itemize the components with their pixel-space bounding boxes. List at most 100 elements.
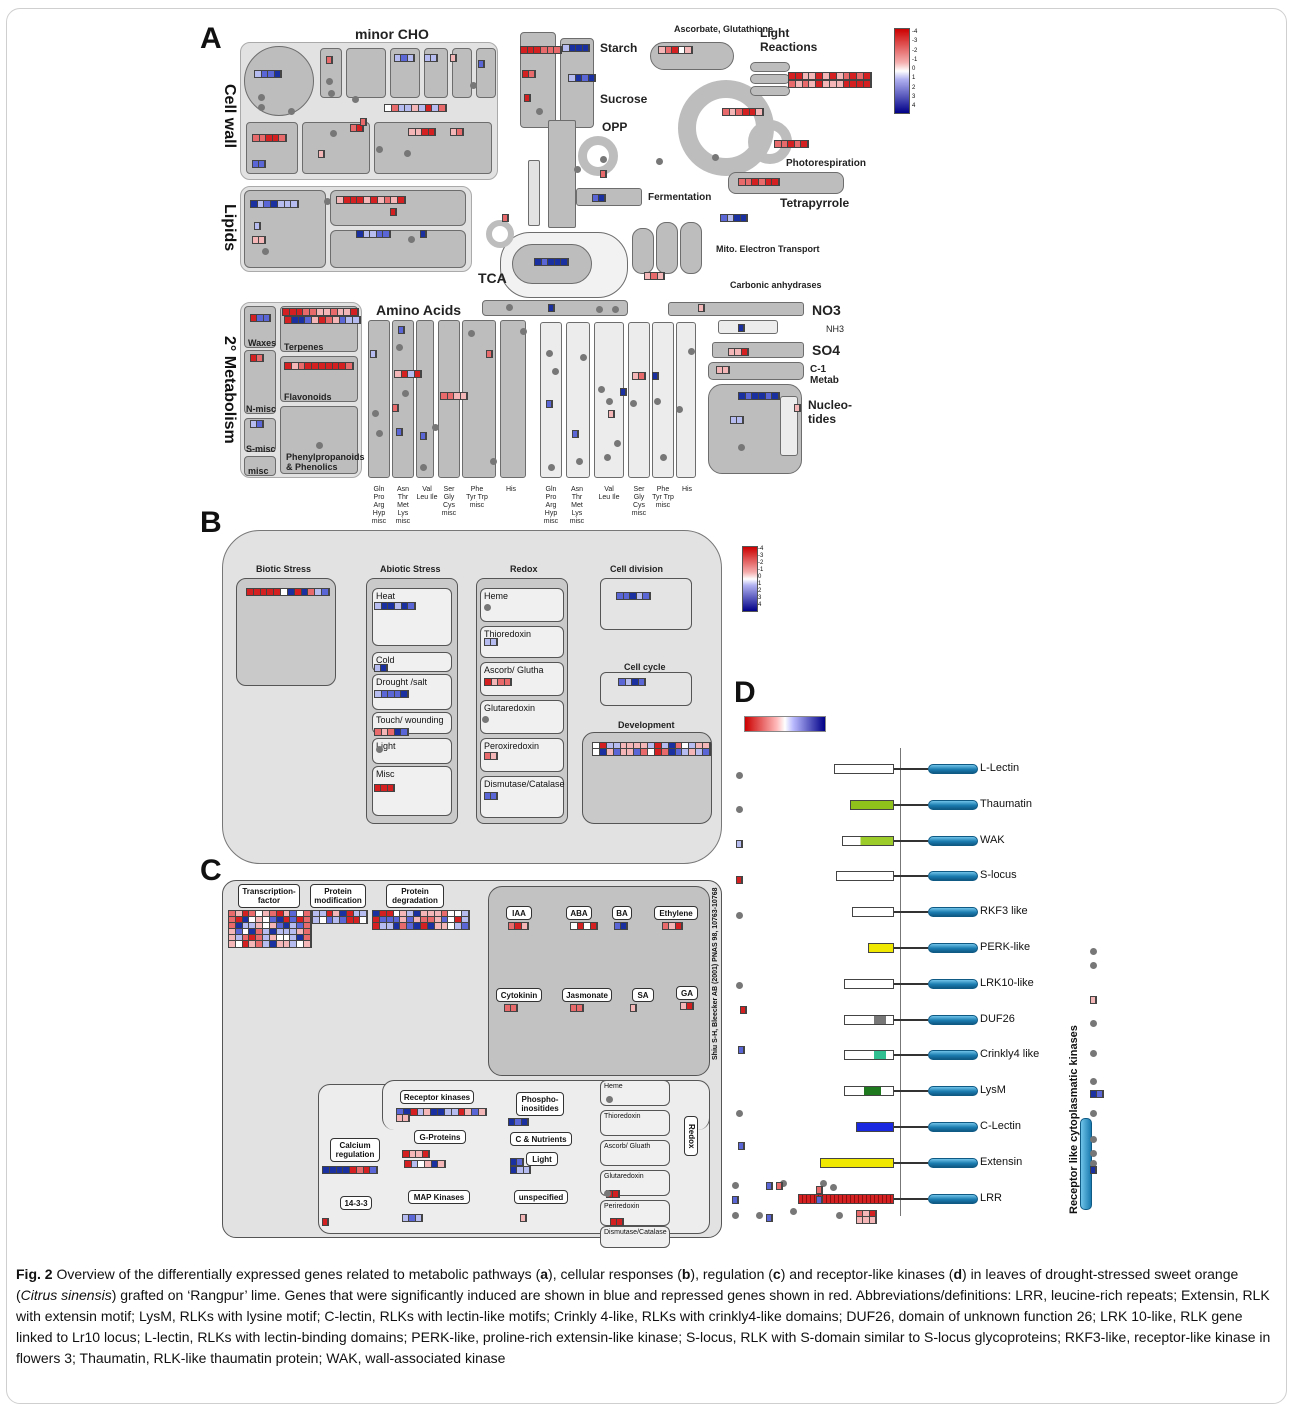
- gene-cell: [337, 309, 345, 315]
- legend-tick: -1: [758, 567, 764, 573]
- gene-cell: [373, 917, 380, 923]
- gene-cell: [255, 71, 262, 77]
- gene-strip: [252, 160, 266, 168]
- gene-cell: [346, 911, 354, 917]
- rlk-extracellular-domain: [820, 1157, 894, 1168]
- gene-cell: [455, 911, 463, 917]
- legend-tick: 3: [758, 595, 762, 601]
- gene-cell: [261, 71, 268, 77]
- gene-cell: [318, 363, 326, 369]
- gene-cell: [422, 129, 429, 135]
- gene-strip: [374, 784, 395, 792]
- no-data-dot: [482, 716, 489, 723]
- aa-col-8: [566, 322, 590, 478]
- gene-cell: [521, 1119, 528, 1125]
- phenyl-box: [280, 406, 358, 474]
- p1433-label: 14-3-3: [340, 1196, 372, 1210]
- hormone-label: ABA: [566, 906, 592, 920]
- gene-cell: [850, 73, 858, 79]
- no-data-dot: [580, 354, 587, 361]
- gene-cell: [249, 935, 257, 941]
- map-kinases-label: MAP Kinases: [408, 1190, 470, 1204]
- gene-cell: [249, 911, 257, 917]
- no-data-dot: [576, 458, 583, 465]
- label-phenyl: Phenylpropanoids & Phenolics: [286, 452, 365, 472]
- label-nucleotides: Nucleo- tides: [808, 398, 853, 426]
- label-sucrose: Sucrose: [600, 92, 648, 106]
- gene-cell: [276, 929, 284, 935]
- gene-cell: [274, 589, 282, 595]
- legend-tick: 0: [758, 574, 762, 580]
- gene-cell: [351, 125, 357, 131]
- gene-cell: [276, 923, 284, 929]
- label-so4: SO4: [812, 342, 841, 358]
- gene-cell: [721, 215, 728, 221]
- gene-cell: [609, 411, 614, 417]
- so4-arrow: [712, 342, 804, 358]
- gene-cell: [346, 363, 353, 369]
- rlk-name: Crinkly4 like: [980, 1048, 1040, 1061]
- gene-cell: [249, 929, 257, 935]
- no-data-dot: [736, 912, 743, 919]
- gene-cell: [269, 923, 277, 929]
- gene-cell: [561, 259, 568, 265]
- no-data-dot: [656, 158, 663, 165]
- gene-cell: [276, 911, 284, 917]
- gene-cell: [253, 589, 261, 595]
- c-redox-item: Thioredoxin: [600, 1110, 670, 1136]
- redox-item: Glutaredoxin: [480, 700, 564, 734]
- gene-cell: [399, 327, 404, 333]
- gene-strip: [250, 200, 299, 208]
- gene-cell: [864, 73, 871, 79]
- gene-cell: [381, 729, 389, 735]
- gene-cell: [454, 393, 461, 399]
- gene-cell: [863, 1217, 870, 1223]
- rlk-name: C-Lectin: [980, 1120, 1021, 1132]
- minor-cho-box-5: [452, 48, 472, 98]
- opp-cycle: [578, 136, 618, 176]
- caption-b: b: [681, 1266, 691, 1282]
- label-tca: TCA: [478, 270, 507, 286]
- gene-cell: [287, 589, 295, 595]
- rlk-kinase-domain: [928, 871, 978, 882]
- gene-cell: [379, 923, 387, 929]
- rlk-extracellular-domain: [844, 978, 894, 989]
- gene-strip: [396, 1108, 487, 1116]
- no-data-dot: [756, 1212, 763, 1219]
- no-data-dot: [552, 368, 559, 375]
- caption-part5: ) in leaves of drought-stressed sweet or…: [16, 1266, 1239, 1303]
- gene-cell: [297, 935, 305, 941]
- rlk-kinase-domain: [928, 1014, 978, 1025]
- gene-cell: [438, 1109, 445, 1115]
- label-terpenes: Terpenes: [284, 342, 324, 352]
- gene-cell: [749, 109, 757, 115]
- gene-cell: [462, 923, 470, 929]
- gene-strip: [658, 46, 693, 54]
- rlk-name: Thaumatin: [980, 797, 1032, 810]
- gene-strip: [774, 140, 809, 148]
- gene-strip: [450, 54, 457, 62]
- rlk-extracellular-domain: [842, 835, 894, 846]
- gene-cell: [421, 911, 428, 917]
- membrane-line: [900, 748, 901, 1216]
- gene-cell: [350, 1167, 357, 1173]
- gene-strip: [856, 1210, 877, 1218]
- gene-strip: [284, 362, 354, 370]
- gene-cell: [395, 603, 402, 609]
- no-data-dot: [484, 604, 491, 611]
- gene-cell: [257, 355, 263, 361]
- label-redox: Redox: [510, 564, 538, 574]
- gene-cell: [333, 911, 340, 917]
- gene-cell: [699, 305, 704, 311]
- gene-cell: [767, 1215, 772, 1221]
- no-data-dot: [1090, 1160, 1097, 1167]
- gene-strip: [816, 1186, 823, 1194]
- gene-cell: [289, 309, 297, 315]
- gene-cell: [636, 593, 644, 599]
- aa-col-1: [368, 320, 390, 478]
- gene-strip: [522, 70, 536, 78]
- gene-cell: [523, 1167, 530, 1173]
- gene-cell: [388, 729, 395, 735]
- rlk-transmembrane-link: [894, 1126, 928, 1128]
- gene-cell: [648, 749, 655, 755]
